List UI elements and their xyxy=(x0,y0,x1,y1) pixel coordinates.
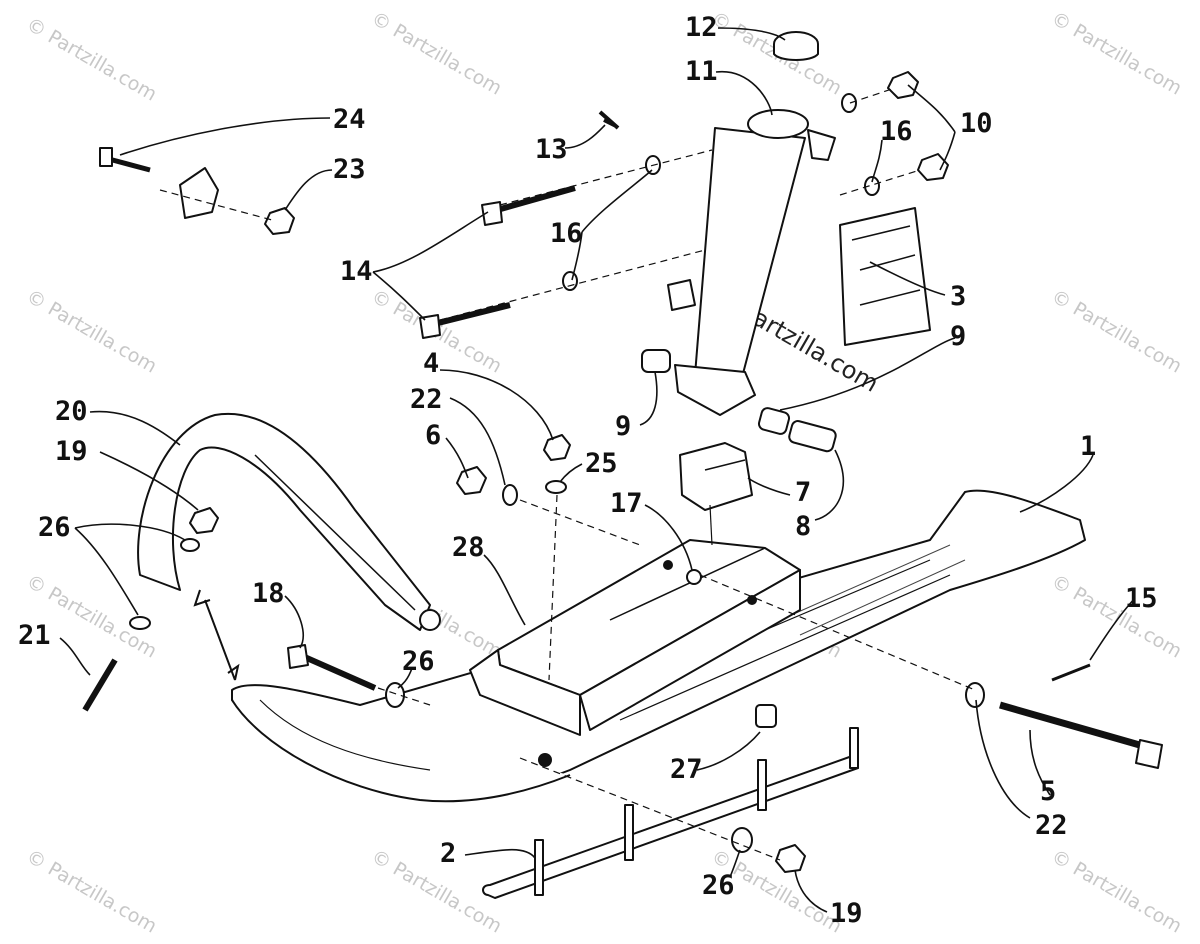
callout-19-lower: 19 xyxy=(830,898,863,929)
watermark: © Partzilla.com xyxy=(368,7,506,99)
saddle-washer xyxy=(686,569,702,585)
callout-8: 8 xyxy=(795,511,811,542)
callout-5: 5 xyxy=(1040,776,1056,807)
callout-9-upper: 9 xyxy=(950,321,966,352)
callout-16-lower: 16 xyxy=(550,218,583,249)
callout-11: 11 xyxy=(685,56,718,87)
callout-18: 18 xyxy=(252,578,285,609)
watermark: © Partzilla.com xyxy=(1048,285,1186,377)
watermark: © Partzilla.com xyxy=(23,13,161,105)
watermark: © Partzilla.com xyxy=(1048,570,1186,662)
decal-part xyxy=(839,207,931,346)
callout-10: 10 xyxy=(960,108,993,139)
leader-lines xyxy=(59,27,1136,913)
nut-10b xyxy=(917,153,949,181)
watermark: © Partzilla.com xyxy=(23,285,161,377)
callout-20: 20 xyxy=(55,396,88,427)
callout-24: 24 xyxy=(333,104,366,135)
watermark: © Partzilla.com xyxy=(1048,7,1186,99)
callout-26-left: 26 xyxy=(38,512,71,543)
callout-23: 23 xyxy=(333,154,366,185)
watermark: © Partzilla.com xyxy=(23,845,161,937)
callout-15: 15 xyxy=(1125,583,1158,614)
fasteners xyxy=(129,71,985,873)
callout-4: 4 xyxy=(423,348,439,379)
bushing-parts xyxy=(641,349,837,453)
callout-7: 7 xyxy=(795,477,811,508)
callout-2: 2 xyxy=(440,838,456,869)
ski-loop-part xyxy=(137,412,441,631)
callout-3: 3 xyxy=(950,281,966,312)
callout-28: 28 xyxy=(452,532,485,563)
callout-12: 12 xyxy=(685,12,718,43)
callout-22-right: 22 xyxy=(1035,810,1068,841)
callout-14: 14 xyxy=(340,256,373,287)
bolt-parts xyxy=(82,147,1163,769)
watermark: © Partzilla.com xyxy=(1048,845,1186,937)
nut-10a xyxy=(887,71,919,99)
callout-6: 6 xyxy=(425,420,441,451)
callout-labels: 1 2 3 4 5 6 7 8 9 9 10 11 12 13 14 15 16… xyxy=(18,12,1158,929)
callout-27: 27 xyxy=(670,754,703,785)
callout-25: 25 xyxy=(585,448,618,479)
callout-21: 21 xyxy=(18,620,51,651)
spindle-part xyxy=(667,109,836,416)
rubber-block-part xyxy=(679,442,753,511)
callout-26-middle: 26 xyxy=(402,646,435,677)
callout-22-left: 22 xyxy=(410,384,443,415)
callout-13: 13 xyxy=(535,134,568,165)
callout-26-bottom: 26 xyxy=(702,870,735,901)
callout-17: 17 xyxy=(610,488,643,519)
callout-1: 1 xyxy=(1080,431,1096,462)
wear-rod-part xyxy=(482,727,859,899)
spindle-cap-part xyxy=(773,31,819,61)
callout-16-upper: 16 xyxy=(880,116,913,147)
assembly-lines xyxy=(159,87,976,861)
callout-9-lower: 9 xyxy=(615,411,631,442)
ski-saddle-part xyxy=(469,539,801,767)
callout-19-upper: 19 xyxy=(55,436,88,467)
